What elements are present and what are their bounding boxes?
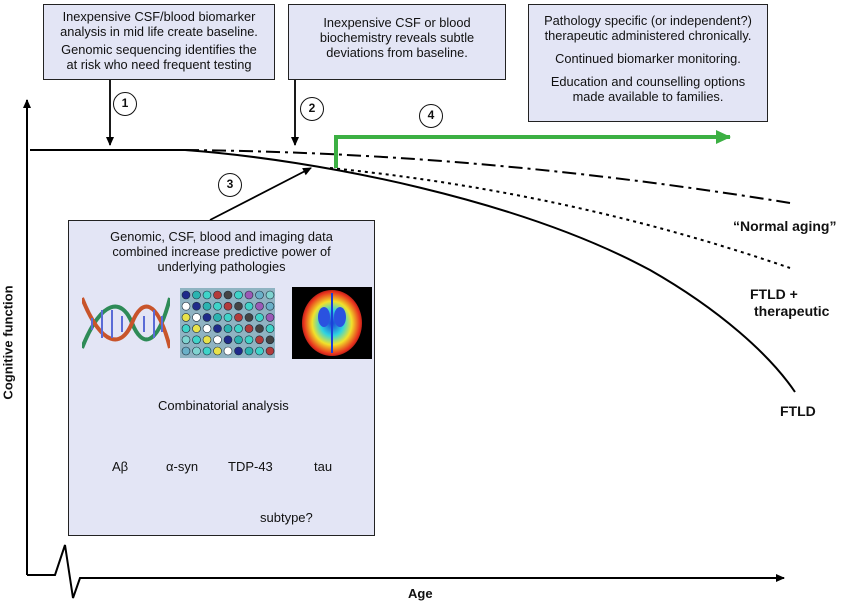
step-3-marker: 3 — [218, 173, 242, 197]
pathology-alpha-syn: α-syn — [166, 459, 199, 474]
combinatorial-analysis-label: Combinatorial analysis — [158, 398, 289, 413]
therapeutic-box: Pathology specific (or independent?) the… — [528, 4, 768, 122]
therapeutic-line-3: Continued biomarker monitoring. — [555, 51, 741, 66]
biomarker-array-icon — [180, 288, 275, 358]
pathology-tau: tau — [314, 459, 333, 474]
combined-data-box: Genomic, CSF, blood and imaging data com… — [68, 220, 375, 536]
subtype-label: subtype? — [260, 510, 313, 525]
ftld-curve — [30, 149, 796, 393]
ftld-therapeutic-label-1: FTLD + — [750, 286, 798, 302]
combined-line-2: combined increase predictive power of — [112, 244, 331, 259]
therapeutic-arrow — [334, 130, 731, 168]
ftld-label: FTLD — [780, 403, 816, 419]
dna-helix-icon — [82, 297, 170, 349]
deviation-line-3: deviations from baseline. — [326, 45, 468, 60]
deviation-line-2: biochemistry reveals subtle — [319, 30, 475, 45]
therapeutic-line-2: therapeutic administered chronically. — [544, 28, 752, 43]
y-axis-label: Cognitive function — [0, 285, 16, 400]
baseline-line-4: at risk who need frequent testing — [66, 57, 252, 72]
x-axis — [27, 544, 785, 599]
baseline-line-1: Inexpensive CSF/blood biomarker — [62, 9, 256, 24]
baseline-line-2: analysis in mid life create baseline. — [60, 24, 258, 39]
pathology-tdp43: TDP-43 — [228, 459, 273, 474]
ftld-therapeutic-label-2: therapeutic — [754, 303, 830, 319]
pathology-abeta: Aβ — [112, 459, 129, 474]
deviation-box: Inexpensive CSF or blood biochemistry re… — [288, 4, 506, 80]
x-axis-label: Age — [408, 586, 433, 601]
baseline-line-3: Genomic sequencing identifies the — [61, 42, 257, 57]
combined-line-1: Genomic, CSF, blood and imaging data — [110, 229, 333, 244]
therapeutic-line-1: Pathology specific (or independent?) — [544, 13, 752, 28]
step-1-marker: 1 — [113, 92, 137, 116]
baseline-box: Inexpensive CSF/blood biomarker analysis… — [43, 4, 275, 80]
deviation-line-1: Inexpensive CSF or blood — [323, 15, 471, 30]
therapeutic-line-4: Education and counselling options — [550, 74, 746, 89]
brain-scan-icon — [292, 287, 372, 359]
normal-aging-label: “Normal aging” — [733, 218, 837, 234]
combined-line-3: underlying pathologies — [157, 259, 286, 274]
step-4-marker: 4 — [419, 104, 443, 128]
normal-aging-curve — [184, 149, 791, 204]
step-3-arrow — [209, 167, 312, 221]
step-2-marker: 2 — [300, 97, 324, 121]
therapeutic-line-5: made available to families. — [572, 89, 724, 104]
